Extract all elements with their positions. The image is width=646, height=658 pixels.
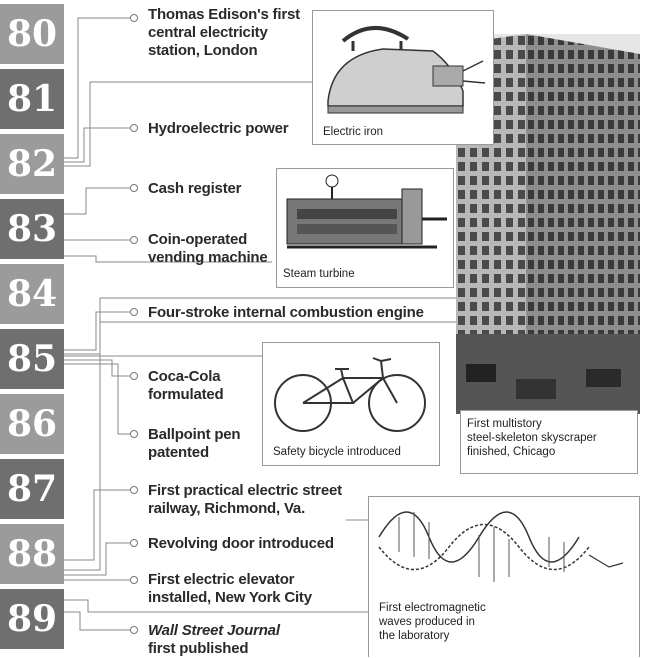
bullet-railway	[130, 486, 138, 494]
bullet-hydro	[130, 124, 138, 132]
year-block-82: 82	[0, 134, 64, 194]
skyscraper-caption: First multistory steel-skeleton skyscrap…	[467, 418, 597, 458]
event-cash-register: Cash register	[148, 180, 242, 197]
bicycle-image	[274, 357, 426, 432]
year-block-85: 85	[0, 329, 64, 389]
turbine-panel: Steam turbine	[276, 168, 454, 288]
event-edison: Thomas Edison's first central electricit…	[148, 6, 300, 59]
year-block-81: 81	[0, 69, 64, 129]
year-block-83: 83	[0, 199, 64, 259]
year-stack: 80 81 82 83 84 85 86 87 88 89	[0, 0, 64, 656]
bicycle-panel: Safety bicycle introduced	[262, 342, 440, 466]
waves-caption: First electromagnetic waves produced in …	[379, 602, 486, 642]
year-block-86: 86	[0, 394, 64, 454]
waves-image	[378, 511, 624, 582]
electric-iron-image	[327, 26, 486, 114]
waves-panel: First electromagnetic waves produced in …	[368, 496, 640, 657]
event-revolving-door: Revolving door introduced	[148, 535, 334, 552]
event-ballpoint: Ballpoint pen patented	[148, 426, 241, 461]
year-block-84: 84	[0, 264, 64, 324]
bullet-cash	[130, 184, 138, 192]
turbine-caption: Steam turbine	[283, 268, 355, 280]
event-vending: Coin-operated vending machine	[148, 231, 268, 266]
bullet-elevator	[130, 576, 138, 584]
year-block-87: 87	[0, 459, 64, 519]
event-engine: Four-stroke internal combustion engine	[148, 304, 424, 321]
steam-turbine-image	[286, 174, 447, 249]
year-block-80: 80	[0, 4, 64, 64]
year-block-89: 89	[0, 589, 64, 649]
bullet-door	[130, 539, 138, 547]
bullet-vending	[130, 236, 138, 244]
bullet-ballpoint	[130, 430, 138, 438]
bullet-wsj	[130, 626, 138, 634]
iron-caption: Electric iron	[323, 126, 384, 138]
bullet-coke	[130, 372, 138, 380]
bullet-engine	[130, 308, 138, 316]
event-wsj: Wall Street Journal first published	[148, 622, 280, 657]
skyscraper-caption-box: First multistory steel-skeleton skyscrap…	[460, 410, 638, 474]
iron-panel: Electric iron	[312, 10, 494, 145]
year-block-88: 88	[0, 524, 64, 584]
event-coca-cola: Coca-Cola formulated	[148, 368, 224, 403]
bullet-edison	[130, 14, 138, 22]
event-railway: First practical electric street railway,…	[148, 482, 342, 517]
event-hydroelectric: Hydroelectric power	[148, 120, 289, 137]
bicycle-caption: Safety bicycle introduced	[273, 446, 401, 458]
event-elevator: First electric elevator installed, New Y…	[148, 571, 312, 606]
